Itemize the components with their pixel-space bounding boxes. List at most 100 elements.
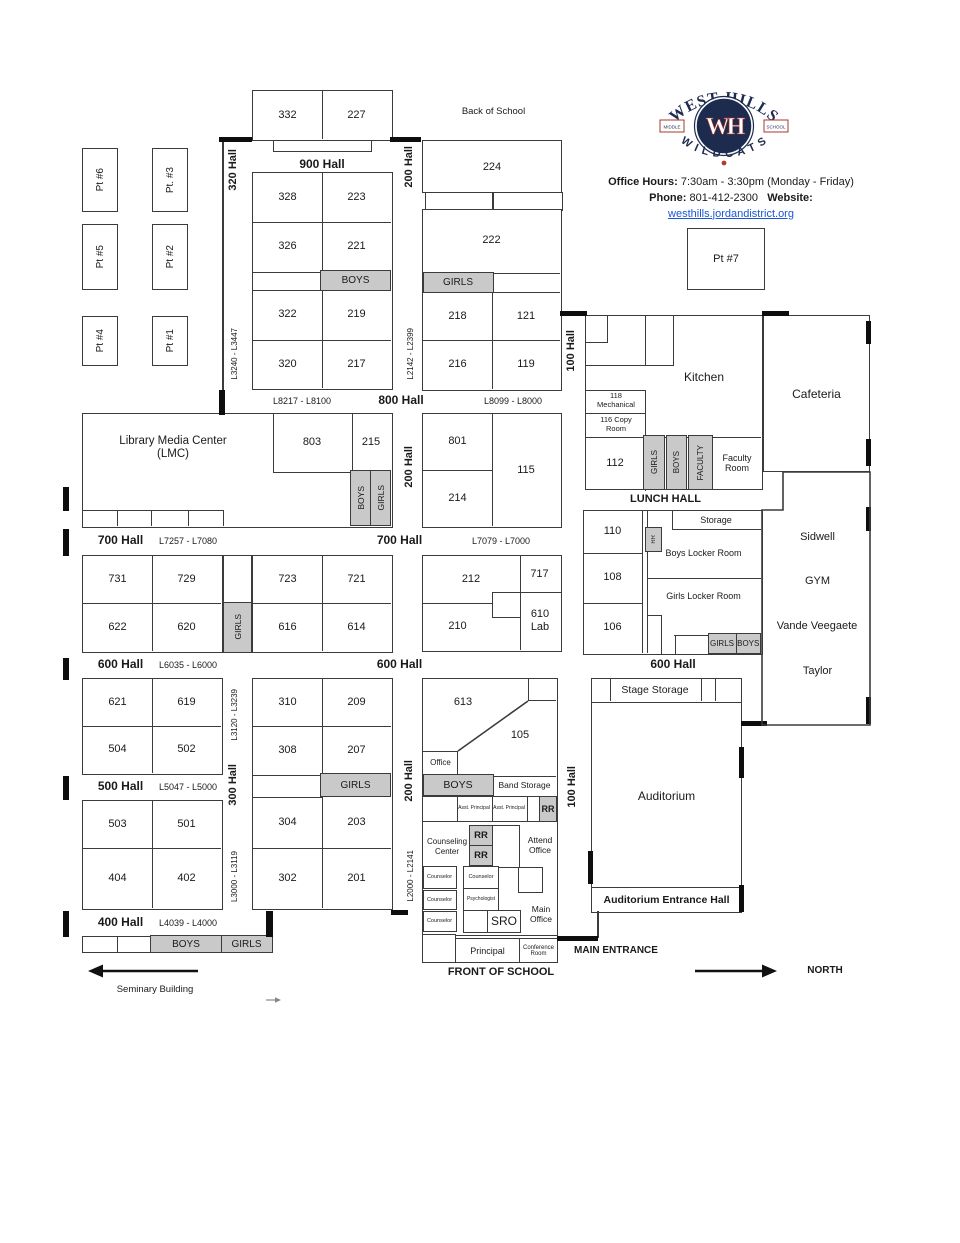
room-610-lab: 610 Lab (530, 608, 550, 633)
restroom-girls-lmc: GIRLS (370, 470, 391, 526)
auditorium-label: Auditorium (637, 788, 696, 803)
wall (586, 341, 608, 344)
wall (321, 91, 324, 139)
hall-label-900: 900 Hall (299, 157, 345, 172)
principal-label: Principal (470, 945, 505, 956)
door-marker (739, 747, 744, 778)
room-106: 106 (603, 621, 622, 634)
block-700-right: 723 721 616 614 (252, 555, 393, 653)
hall-320-text: 320 Hall (226, 149, 239, 191)
door-marker (588, 851, 593, 884)
wall (423, 602, 493, 605)
portable-pt7: Pt #7 (687, 228, 765, 290)
hall-label-200-mid: 200 Hall (401, 437, 417, 497)
wall (586, 412, 646, 415)
range-l3240: L3240 - L3447 (228, 314, 242, 394)
front-blank-box (422, 934, 456, 963)
room-216: 216 (448, 358, 467, 371)
block-900-top: 332 227 (252, 90, 393, 141)
girls-label: GIRLS (649, 450, 659, 475)
block-admin-row: RR Asst. Principal Asst. Principal (422, 795, 558, 823)
range-l8099: L8099 - L8000 (483, 396, 543, 407)
website-link[interactable]: westhills.jordandistrict.org (668, 207, 794, 220)
wall (83, 725, 221, 728)
psychologist-label: Psychologist (466, 896, 496, 902)
phone-value: 801-412-2300 (689, 191, 759, 204)
door-marker (63, 911, 69, 937)
room-207: 207 (347, 743, 366, 756)
notch-box (491, 591, 521, 618)
wall (586, 364, 674, 367)
room-503: 503 (108, 817, 127, 830)
hall-label-800: 800 Hall (378, 392, 424, 407)
door-marker (866, 507, 871, 531)
block-lmc: BOYS GIRLS Library Media Center (LMC) 80… (82, 413, 393, 528)
portable-pt4-label: Pt #4 (94, 329, 106, 353)
wall (492, 192, 494, 209)
wall (641, 511, 644, 653)
portable-pt1: Pt #1 (152, 316, 188, 366)
gym-label: GYM (804, 575, 831, 588)
door-marker (560, 311, 587, 316)
room-119: 119 (517, 358, 535, 371)
office-hours-value: 7:30am - 3:30pm (Monday - Friday) (680, 175, 854, 188)
wall (253, 796, 322, 799)
room-616: 616 (278, 620, 297, 633)
restroom-girls-400: GIRLS (220, 935, 273, 953)
counselor-box-4: Counselor (463, 865, 499, 889)
counselor-box-2: Counselor (422, 889, 457, 910)
asst-principal-1: Asst. Principal (458, 804, 490, 811)
corridor-box-700 (223, 555, 252, 603)
restroom-rr-counseling-2: RR (469, 844, 493, 866)
restroom-girls-lunch: GIRLS (643, 435, 665, 490)
wall (116, 509, 119, 526)
boys-label: BOYS (355, 486, 366, 510)
sro-box: SRO (487, 909, 521, 933)
restroom-boys-lunch: BOYS (666, 435, 687, 490)
room-404: 404 (108, 871, 127, 884)
room-215: 215 (361, 436, 381, 449)
main-office-label: Main Office (529, 903, 553, 924)
portable-pt7-label: Pt #7 (713, 253, 739, 265)
room-322: 322 (278, 308, 297, 321)
door-marker (741, 721, 767, 726)
room-112: 112 (606, 457, 624, 470)
room-801: 801 (448, 435, 467, 448)
principal-box: Principal (454, 938, 521, 963)
range-l5047: L5047 - L5000 (158, 781, 218, 792)
wall (150, 509, 153, 526)
room-320: 320 (278, 357, 297, 370)
hall-label-200-low: 200 Hall (401, 751, 417, 810)
wall (253, 221, 391, 224)
block-900-main: BOYS 328 223 326 221 322 219 320 217 (252, 172, 393, 390)
wall (456, 750, 459, 776)
block-801: 801 214 115 (422, 413, 562, 528)
hall-label-600-left: 600 Hall (97, 656, 144, 671)
room-201: 201 (347, 871, 366, 884)
boys-label: BOYS (172, 938, 200, 950)
wall (83, 847, 221, 850)
room-227: 227 (347, 108, 366, 121)
wall (609, 679, 612, 701)
counseling-mid-box (518, 866, 543, 893)
range-l3120: L3120 - L3239 (228, 681, 242, 749)
room-332: 332 (278, 108, 297, 121)
lmc-label: Library Media Center (LMC) (119, 434, 227, 460)
counselor-label: Counselor (426, 874, 453, 880)
room-504: 504 (108, 743, 127, 756)
wall (584, 602, 643, 605)
room-115: 115 (517, 463, 535, 476)
range-l3000: L3000 - L3119 (228, 844, 242, 910)
blank-box (463, 909, 489, 933)
counselor-label: Counselor (426, 918, 453, 924)
exterior-wall (222, 142, 224, 413)
lunch-hall-label: LUNCH HALL (630, 492, 701, 505)
wall (151, 801, 154, 908)
wall (423, 339, 560, 342)
girls-label: GIRLS (340, 779, 371, 791)
block-kitchen: Kitchen 118 Mechanical 116 Copy Room 112… (585, 315, 763, 491)
office-label: Office (430, 758, 451, 768)
door-marker (63, 529, 69, 556)
restroom-girls-gym: GIRLS (707, 633, 737, 654)
room-212: 212 (461, 572, 481, 585)
